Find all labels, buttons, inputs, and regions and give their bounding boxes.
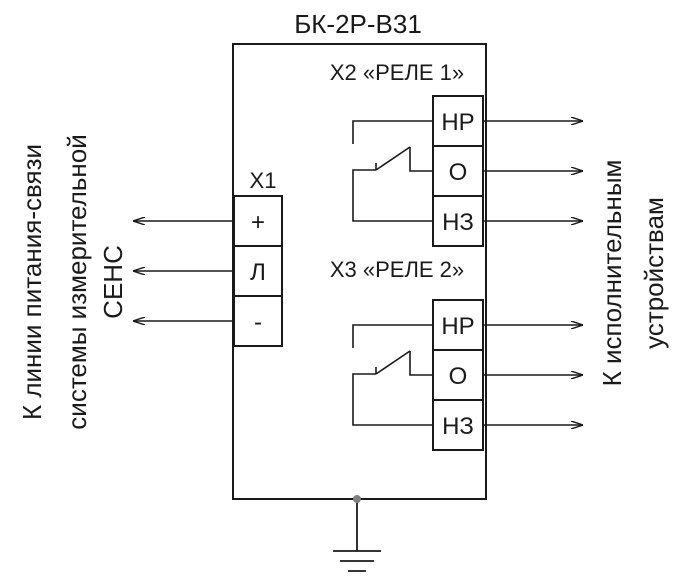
x2-relay-contact: [352, 120, 433, 222]
x3-relay-contact: [352, 324, 433, 426]
left-arrows: [133, 221, 234, 321]
right-caption-line-1: К исполнительным: [597, 160, 627, 387]
left-caption-line-3: СЕНС: [98, 245, 128, 319]
left-caption-line-1: К линии питания-связи: [17, 144, 47, 420]
ground-junction-node: [353, 495, 361, 503]
x1-terminal-minus-label: -: [254, 309, 262, 336]
x3-terminal-no-label: НР: [441, 313, 474, 340]
x1-terminal-minus: [233, 295, 283, 347]
device-title: БК-2Р-В31: [294, 9, 422, 39]
ground-icon: [333, 499, 381, 572]
x3-terminal-nc: [432, 399, 484, 451]
x2-label: X2 «РЕЛЕ 1»: [330, 60, 464, 85]
x3-output-arrows: [483, 325, 583, 425]
right-caption: К исполнительным устройствам: [597, 160, 669, 387]
x3-terminal-nc-label: НЗ: [442, 413, 474, 440]
x2-terminal-no-label: НР: [441, 109, 474, 136]
x1-terminal-plus-label: +: [251, 209, 265, 236]
x2-output-arrows: [483, 121, 583, 221]
left-caption-line-2: системы измерительной: [62, 134, 92, 429]
x3-label: X3 «РЕЛЕ 2»: [330, 257, 464, 282]
x2-terminal-nc: [432, 195, 484, 247]
x2-terminal-common-label: О: [449, 159, 468, 186]
x1-terminal-l-label: Л: [250, 259, 266, 286]
right-caption-line-2: устройствам: [639, 197, 669, 349]
x2-terminal-block: [432, 95, 484, 247]
x1-label: X1: [250, 168, 277, 193]
x2-terminal-nc-label: НЗ: [442, 209, 474, 236]
left-caption: К линии питания-связи системы измеритель…: [17, 134, 128, 429]
x3-terminal-common-label: О: [449, 363, 468, 390]
x1-terminal-block: [233, 195, 283, 347]
